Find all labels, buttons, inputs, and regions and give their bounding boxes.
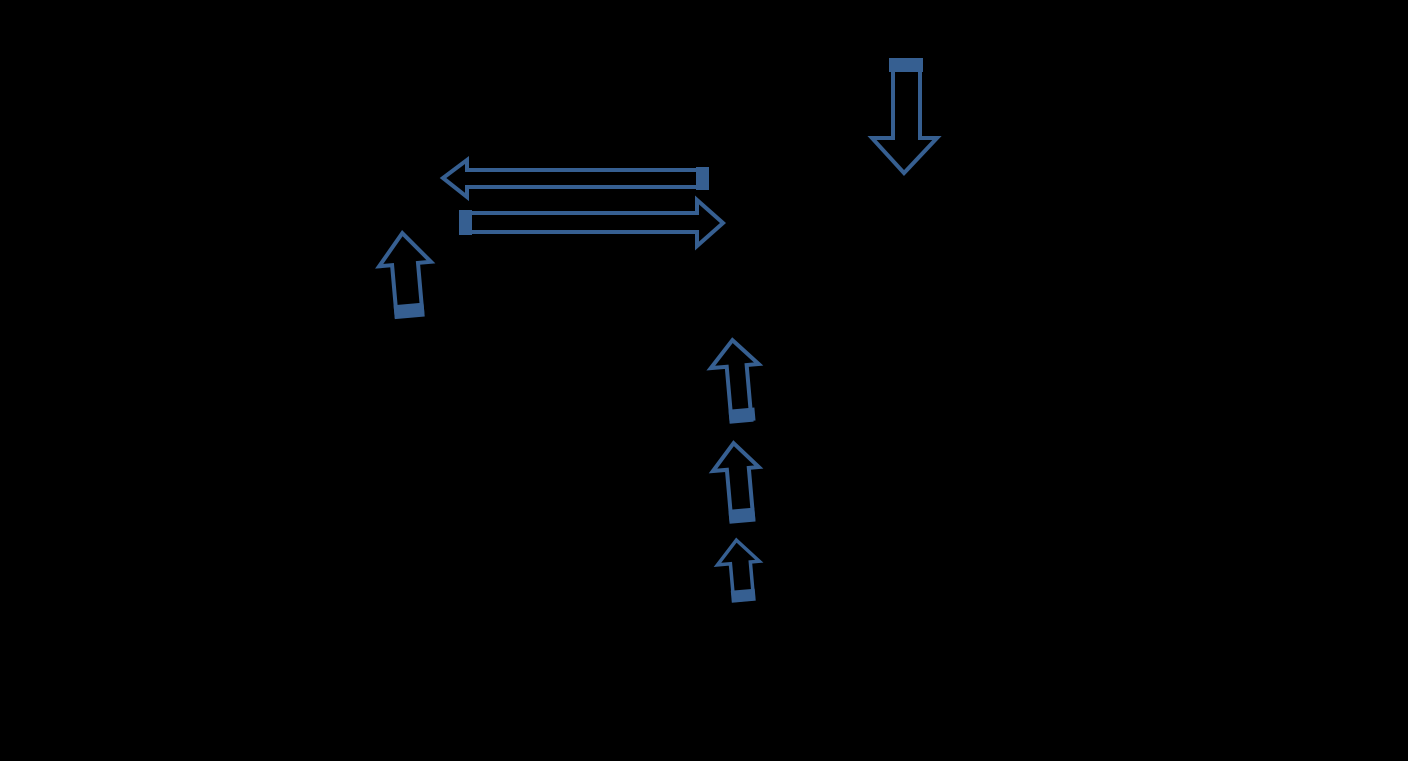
- right-block-arrow-tail-cap: [459, 210, 472, 235]
- right-block-arrow: [459, 195, 727, 251]
- up-block-arrow-middle-2-tail-cap: [728, 507, 756, 523]
- right-block-arrow-outline: [459, 195, 727, 251]
- left-block-arrow: [439, 156, 709, 202]
- up-block-arrow-middle-1: [706, 337, 764, 424]
- down-block-arrow-outline: [867, 58, 942, 176]
- down-block-arrow-tail-cap: [889, 58, 923, 72]
- up-block-arrow-left-tail-cap: [393, 302, 425, 319]
- up-block-arrow-middle-2: [708, 440, 764, 524]
- down-block-arrow: [867, 58, 942, 176]
- left-block-arrow-outline: [439, 156, 709, 202]
- up-block-arrow-middle-3: [713, 537, 764, 603]
- up-block-arrow-left: [375, 230, 436, 320]
- up-block-arrow-middle-3-tail-cap: [730, 588, 756, 603]
- left-block-arrow-tail-cap: [696, 167, 709, 190]
- up-block-arrow-middle-1-tail-cap: [728, 407, 756, 423]
